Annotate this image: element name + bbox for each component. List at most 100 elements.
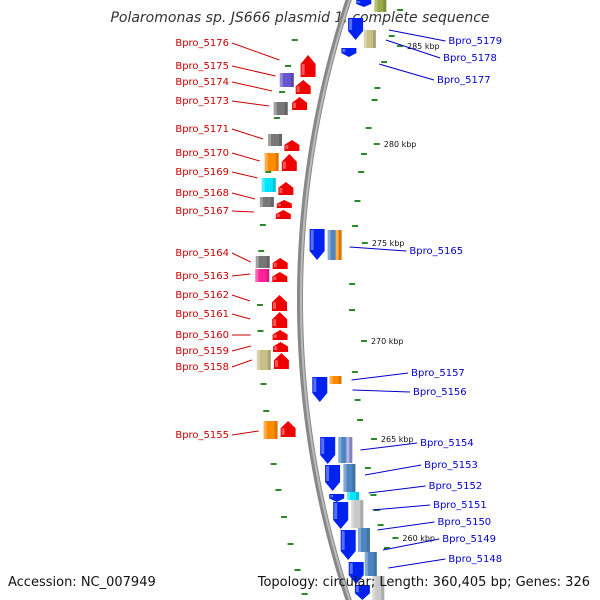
gene-label-leader: [231, 430, 259, 436]
category-box: [343, 464, 356, 492]
category-box-shine: [256, 350, 260, 370]
gene-feature-forward: [272, 272, 288, 282]
category-box: [347, 492, 360, 500]
gene-feature-forward-shine: [282, 161, 286, 169]
category-box-shade: [356, 492, 360, 500]
category-box-shade: [270, 197, 274, 207]
gene-feature-forward: [276, 200, 292, 208]
gene-feature-forward-shine: [277, 203, 281, 206]
category-box-shade: [381, 576, 385, 600]
accession-text: Accession: NC_007949: [8, 575, 156, 590]
category-box-shine: [347, 492, 351, 500]
gene-label-leader: [352, 389, 411, 393]
gene-feature-reverse: [356, 0, 372, 7]
category-box-shine: [279, 73, 283, 87]
gene-feature-reverse-shine: [355, 586, 359, 593]
category-box-shine: [263, 421, 267, 439]
gene-label-leader: [364, 464, 422, 476]
gene-feature-forward-shine: [285, 144, 289, 149]
category-box-shine: [363, 30, 367, 48]
category-box: [335, 230, 342, 260]
category-box: [329, 376, 342, 384]
gene-label: Bpro_5179: [448, 36, 502, 47]
category-box: [264, 153, 279, 171]
gene-feature-reverse-shine: [326, 466, 330, 481]
category-box-shade: [349, 437, 353, 463]
category-box-shine: [255, 256, 259, 268]
gene-feature-reverse-shine: [342, 49, 346, 52]
gene-label-leader: [231, 359, 252, 368]
category-box: [346, 437, 353, 463]
gene-label: Bpro_5161: [175, 309, 229, 320]
gene-feature-forward-shine: [276, 214, 280, 217]
gene-feature-forward: [300, 55, 316, 77]
gene-feature-forward: [272, 312, 288, 328]
gene-label: Bpro_5169: [175, 167, 229, 178]
gene-feature-reverse: [340, 530, 356, 560]
gene-feature-forward-shine: [274, 346, 278, 350]
gene-feature-reverse: [333, 502, 349, 529]
gene-feature-reverse: [354, 585, 370, 600]
gene-label: Bpro_5171: [175, 124, 229, 135]
category-box-shade: [373, 552, 377, 576]
category-box: [259, 197, 274, 207]
gene-feature-forward: [273, 353, 289, 369]
left-gene-labels: Bpro_5176Bpro_5175Bpro_5174Bpro_5173Bpro…: [175, 38, 280, 441]
gene-feature-reverse-shine: [330, 495, 334, 498]
category-box-shine: [335, 230, 339, 260]
category-box-shade: [372, 30, 376, 48]
category-box-shine: [374, 0, 378, 12]
gene-feature-forward: [272, 330, 288, 340]
category-box-shade: [338, 230, 342, 260]
gene-feature-reverse: [329, 494, 345, 502]
category-box-shine: [264, 153, 268, 171]
category-box-shine: [329, 376, 333, 384]
category-box-shine: [338, 437, 342, 463]
category-box-shade: [290, 73, 294, 87]
gene-feature-forward: [292, 97, 308, 110]
gene-feature-forward: [272, 258, 288, 269]
left-category-boxes: [255, 73, 294, 439]
category-box: [374, 0, 387, 12]
gene-feature-forward-shine: [273, 276, 277, 280]
category-box-shade: [275, 153, 279, 171]
category-box-shine: [351, 500, 355, 528]
gene-label-leader: [231, 81, 273, 92]
kbp-label: 280 kbp: [384, 140, 417, 149]
gene-label: Bpro_5176: [175, 38, 229, 49]
category-box: [351, 500, 364, 528]
category-box-shade: [267, 350, 271, 370]
gene-feature-forward-shine: [296, 86, 300, 92]
gene-feature-forward: [275, 210, 291, 219]
gene-feature-forward-shine: [293, 102, 297, 108]
gene-label: Bpro_5153: [424, 460, 478, 471]
gene-feature-reverse: [309, 229, 325, 260]
genome-backbone: [296, 0, 352, 600]
gene-feature-reverse: [320, 437, 336, 464]
gene-feature-forward-shine: [301, 64, 305, 75]
category-box: [255, 269, 270, 282]
category-box: [357, 528, 370, 552]
gene-feature-reverse-shine: [341, 531, 345, 550]
category-box-shine: [346, 437, 350, 463]
gene-label: Bpro_5164: [175, 248, 229, 259]
category-box-shine: [364, 552, 368, 576]
kbp-label: 275 kbp: [372, 239, 405, 248]
gene-label-leader: [231, 42, 280, 61]
gene-feature-reverse: [325, 465, 341, 491]
gene-feature-reverse-shine: [334, 503, 338, 519]
gene-feature-reverse-shine: [349, 19, 353, 30]
gene-label: Bpro_5177: [437, 75, 491, 86]
gene-label-leader: [231, 252, 251, 263]
gene-label: Bpro_5155: [175, 430, 229, 441]
gene-label: Bpro_5178: [443, 53, 497, 64]
gene-feature-forward-shine: [273, 334, 277, 338]
category-box: [261, 178, 276, 192]
left-strand-features: [272, 55, 316, 437]
gene-feature-forward: [272, 295, 287, 311]
gene-feature-forward-shine: [273, 319, 277, 326]
gene-label-leader: [385, 39, 441, 59]
gene-feature-forward: [280, 421, 296, 437]
gene-label-leader: [388, 558, 446, 569]
